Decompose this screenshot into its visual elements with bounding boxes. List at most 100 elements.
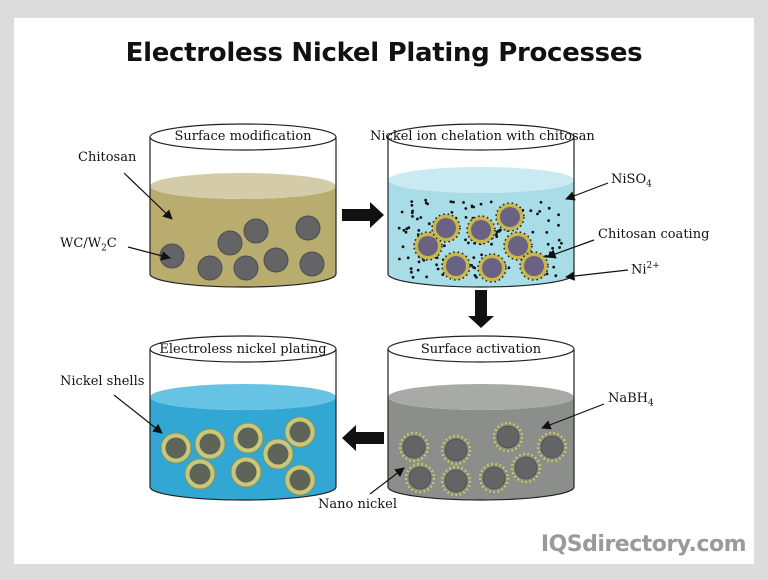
- nickel-ion-dot: [470, 205, 474, 209]
- beaker-chelation: [387, 123, 575, 288]
- beaker-2-solution-surface: [388, 167, 574, 193]
- nickel-ion-dot: [443, 244, 446, 248]
- beaker-4-nickel-shell-particles: [160, 416, 316, 496]
- wc-particle: [243, 218, 269, 244]
- wc-core: [418, 236, 438, 256]
- beaker-1-solution-surface: [150, 173, 336, 199]
- wc-core: [436, 218, 456, 238]
- wc-core: [524, 256, 544, 276]
- beaker-1-solution: [150, 186, 336, 287]
- wc-core: [482, 258, 502, 278]
- nano-nickel-dots: [492, 421, 524, 453]
- nickel-ion-dot: [546, 242, 550, 246]
- pointer-wc-w2c: [127, 246, 171, 261]
- wc-core: [500, 207, 520, 227]
- nickel-ion-dot: [417, 229, 421, 232]
- wc-core: [508, 236, 528, 256]
- nickel-ion-dot: [402, 228, 406, 232]
- wc-core: [237, 427, 259, 449]
- step-title-activation: Surface activation: [420, 342, 542, 357]
- nickel-ion-dot: [554, 274, 558, 278]
- nickel-ion-dot: [531, 230, 535, 234]
- pointer-nano-nickel: [369, 467, 405, 495]
- nickel-ion-dot: [405, 227, 409, 231]
- nickel-ion-dot: [495, 233, 498, 236]
- beaker-2-coated-particles: [413, 202, 549, 283]
- step-title-plating: Electroless nickel plating: [159, 342, 327, 357]
- label-chitosan: Chitosan: [78, 150, 137, 165]
- wc-core: [444, 438, 468, 462]
- beaker-4-solution-surface: [150, 384, 336, 410]
- beaker-3-walls: [387, 349, 575, 501]
- beaker-activation: [387, 335, 575, 501]
- nickel-ion-dot: [545, 272, 549, 276]
- wc-core: [446, 256, 466, 276]
- nickel-ion-dot: [436, 267, 440, 271]
- nickel-ion-dot: [422, 258, 426, 262]
- pointer-nickel-shells: [113, 394, 163, 434]
- process-arrow-left: [342, 425, 384, 451]
- nickel-ion-dot: [560, 241, 563, 245]
- nickel-ion-dot: [558, 246, 561, 249]
- step-title-chelation: Nickel ion chelation with chitosan: [370, 129, 595, 144]
- nickel-ion-dot: [452, 200, 455, 204]
- nickel-ion-dot: [411, 209, 414, 213]
- label-nabh4: NaBH4: [608, 391, 654, 409]
- diagram-frame: [14, 18, 754, 564]
- nickel-ion-dot: [472, 256, 476, 259]
- step-title-surface-modification: Surface modification: [174, 129, 312, 144]
- wc-particle: [233, 255, 259, 281]
- wc-core: [267, 443, 289, 465]
- nickel-ion-dot: [427, 222, 431, 226]
- nickel-ion-dot: [539, 200, 543, 204]
- wc-core: [514, 456, 538, 480]
- wc-core: [408, 466, 432, 490]
- nickel-ion-dot: [450, 211, 454, 214]
- nano-nickel-dots: [510, 452, 542, 484]
- nickel-ion-dot: [507, 266, 511, 270]
- nickel-ion-dot: [548, 251, 552, 255]
- beaker-surface-modification: [149, 123, 337, 288]
- nickel-ion-dot: [424, 201, 428, 205]
- label-nickel-shells: Nickel shells: [60, 374, 145, 389]
- nickel-ion-dot: [557, 213, 560, 217]
- nano-nickel-dots: [398, 431, 430, 463]
- nickel-ion-dot: [538, 210, 542, 213]
- beaker-1-walls: [149, 137, 337, 288]
- nickel-ion-dot: [529, 209, 533, 213]
- nickel-ion-dot: [410, 203, 414, 207]
- nickel-ion-dot: [424, 198, 427, 202]
- wc-core: [482, 466, 506, 490]
- process-arrow-down: [468, 290, 494, 328]
- wc-core: [289, 469, 311, 491]
- wc-core: [402, 435, 426, 459]
- nickel-ion-dot: [499, 228, 502, 232]
- nickel-ion-dot: [397, 226, 401, 230]
- wc-particle: [295, 215, 321, 241]
- nickel-ion-dot: [462, 201, 465, 204]
- beaker-3-solution-surface: [388, 384, 574, 410]
- wc-particle: [197, 255, 223, 281]
- nickel-ion-dot: [472, 266, 475, 269]
- nickel-ion-dot: [547, 206, 551, 210]
- nickel-ion-dot: [557, 238, 561, 242]
- nickel-ion-dot: [464, 238, 467, 242]
- label-nano-nickel: Nano nickel: [318, 497, 397, 512]
- nickel-ion-dot: [467, 241, 470, 245]
- nickel-ion-dot: [409, 267, 413, 271]
- wc-core: [444, 469, 468, 493]
- nickel-ion-dot: [425, 275, 428, 279]
- nickel-ion-dot: [404, 230, 408, 234]
- beaker-3-nano-nickel-particles: [398, 421, 568, 497]
- nickel-ion-dot: [480, 253, 483, 257]
- nickel-ion-dot: [410, 270, 413, 274]
- wc-core: [235, 461, 257, 483]
- label-niso4: NiSO4: [611, 172, 652, 190]
- wc-core: [289, 421, 311, 443]
- nickel-ion-dot: [475, 275, 478, 279]
- wc-particle: [217, 230, 243, 256]
- pointer-chitosan: [123, 172, 173, 220]
- nano-nickel-dots: [440, 434, 472, 466]
- nickel-ion-dot: [551, 246, 554, 250]
